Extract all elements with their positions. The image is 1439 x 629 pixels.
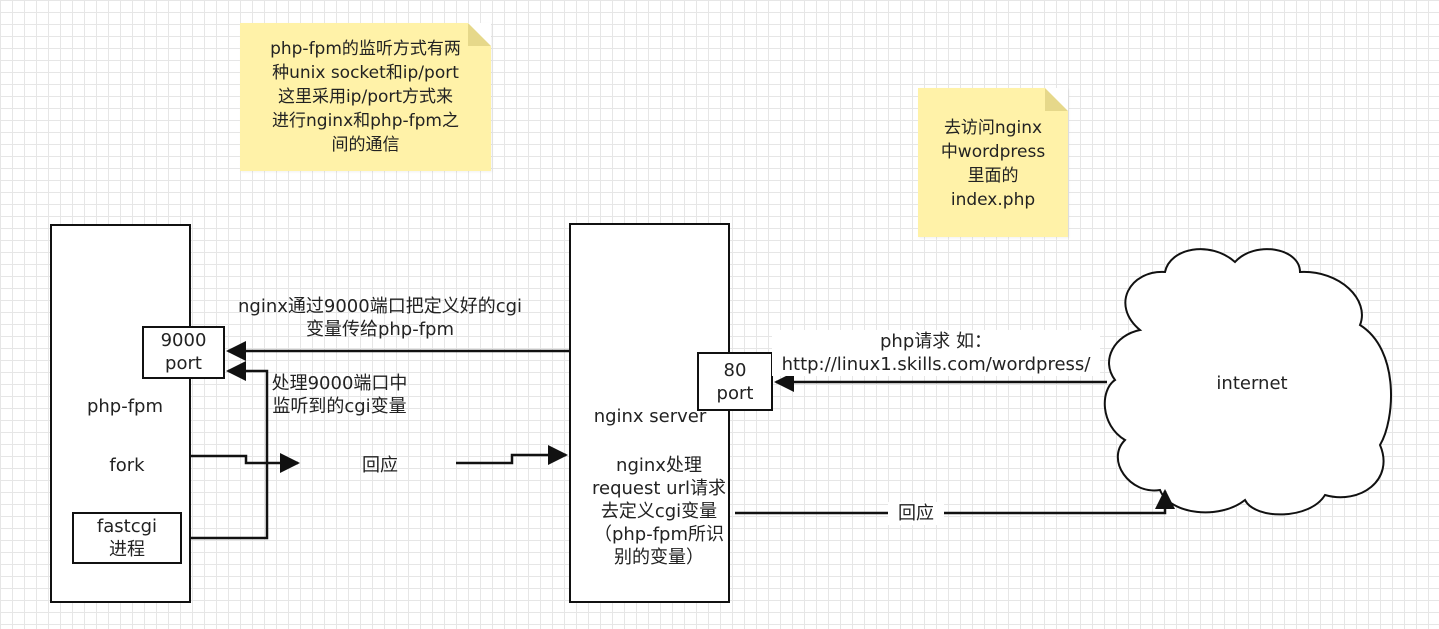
port-80-label: 80 port <box>716 360 754 404</box>
edge-label-reply-fpm: 回应 <box>362 455 398 476</box>
edge-label-nginx-to-fpm: nginx通过9000端口把定义好的cgi 变量传给php-fpm <box>237 296 523 340</box>
note-fold <box>468 23 491 46</box>
fastcgi-process-box[interactable] <box>72 512 182 564</box>
internet-label: internet <box>1216 373 1288 394</box>
nginx-server-container[interactable] <box>569 223 730 603</box>
note-access-text: 去访问nginx 中wordpress 里面的 index.php <box>940 118 1046 210</box>
port-9000-box[interactable] <box>142 326 225 379</box>
nginx-server-label: nginx server <box>593 406 707 427</box>
note-fpm-listen-mode[interactable]: php-fpm的监听方式有两 种unix socket和ip/port 这里采用… <box>240 23 491 171</box>
edge-label-reply-internet: 回应 <box>888 502 944 525</box>
note-fpm-listen-text: php-fpm的监听方式有两 种unix socket和ip/port 这里采用… <box>270 39 461 155</box>
edge-label-fpm-listen: 处理9000端口中 监听到的cgi变量 <box>271 373 408 417</box>
nginx-process-text: nginx处理 request url请求 去定义cgi变量 （php-fpm所… <box>592 455 726 568</box>
arrow-reply-fpm-to-nginx-b <box>456 445 568 465</box>
port-80-box[interactable] <box>697 352 773 411</box>
arrow-fastcgi-to-9000 <box>180 361 269 540</box>
php-fpm-label: php-fpm <box>86 396 164 417</box>
fork-label: fork <box>109 455 145 476</box>
edge-label-php-request: php请求 如： http://linux1.skills.com/wordpr… <box>772 330 1100 376</box>
internet-cloud[interactable] <box>1103 248 1392 516</box>
arrow-reply-fpm-to-nginx-a <box>190 453 300 473</box>
note-access-index[interactable]: 去访问nginx 中wordpress 里面的 index.php <box>918 88 1068 237</box>
note-fold <box>1045 88 1068 111</box>
arrow-nginx-to-internet <box>735 489 1175 515</box>
port-9000-label: 9000 port <box>160 330 207 374</box>
fastcgi-label: fastcgi 进程 <box>96 516 158 560</box>
